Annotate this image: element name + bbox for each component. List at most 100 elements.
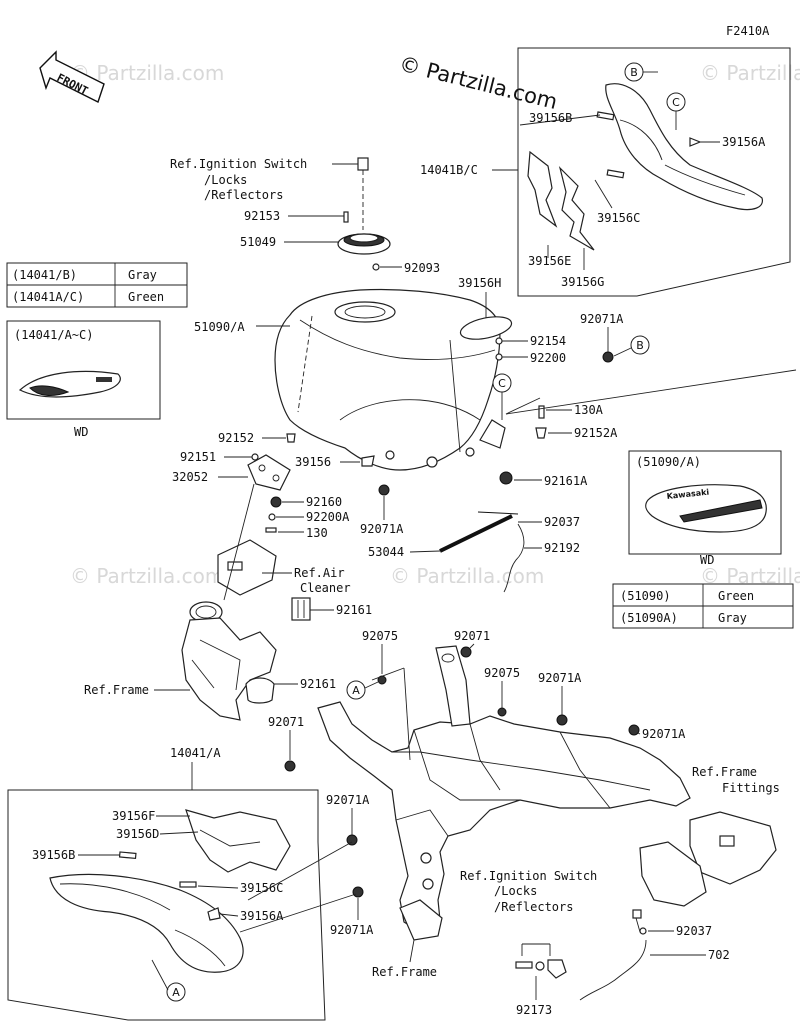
ref-ignition-top-1: Ref.Ignition Switch <box>170 157 307 171</box>
ref-frame-2: Ref.Frame <box>372 965 437 979</box>
fuel-tank <box>274 288 506 471</box>
part-39156h: 39156H <box>458 276 501 290</box>
copyright-text: © Partzilla.com <box>397 52 560 114</box>
part-92153: 92153 <box>244 209 280 223</box>
inset-caption: WD <box>74 425 88 439</box>
inset-tank-51090: (51090/A) Kawasaki WD <box>628 450 782 567</box>
color-name: Green <box>718 589 754 603</box>
hose-53044 <box>439 511 519 553</box>
bolt-92173 <box>515 943 567 1000</box>
color-code: (14041A/C) <box>12 290 84 304</box>
callout-b-label: B <box>636 339 644 352</box>
part-92192: 92192 <box>544 541 580 555</box>
ref-ignition-bot-2: /Locks <box>494 884 537 898</box>
inset-caption: WD <box>700 553 714 567</box>
part-92037-bot: 92037 <box>676 924 712 938</box>
part-39156a-bot: 39156A <box>240 909 284 923</box>
color-name: Gray <box>128 268 157 282</box>
figure-code: F2410A <box>726 24 770 38</box>
part-92160: 92160 <box>306 495 342 509</box>
part-92071a-1: 92071A <box>580 312 624 326</box>
watermark: © Partzilla.com <box>700 61 800 85</box>
callout-a <box>346 680 366 700</box>
part-92173: 92173 <box>516 1003 552 1017</box>
part-92161a: 92161A <box>544 474 588 488</box>
watermark: © Partzilla.com <box>390 564 544 588</box>
ref-air-cleaner-2: Cleaner <box>300 581 351 595</box>
part-39156g: 39156G <box>561 275 604 289</box>
part-130: 130 <box>306 526 328 540</box>
part-92071-2: 92071 <box>268 715 304 729</box>
part-92151: 92151 <box>180 450 216 464</box>
cover-assembly-b-c: B C <box>492 47 791 297</box>
color-name: Gray <box>718 611 747 625</box>
part-92071-1: 92071 <box>454 629 490 643</box>
part-92071a-6: 92071A <box>330 923 374 937</box>
main-frame <box>317 645 691 941</box>
callout-b-label: B <box>630 66 638 79</box>
callout-a-label: A <box>352 684 360 697</box>
ref-ignition-bot-1: Ref.Ignition Switch <box>460 869 597 883</box>
damper-92161-2 <box>245 677 275 704</box>
part-92037-top: 92037 <box>544 515 580 529</box>
color-name: Green <box>128 290 164 304</box>
callout-a-label: A <box>172 986 180 999</box>
part-92071a-5: 92071A <box>326 793 370 807</box>
color-table-right: (51090) Green (51090A) Gray <box>612 583 794 629</box>
part-92200a: 92200A <box>306 510 350 524</box>
bracket-32052 <box>247 454 291 491</box>
front-frame-section <box>181 601 277 721</box>
color-table-left: (14041/B) Gray (14041A/C) Green <box>6 262 188 308</box>
part-53044: 53044 <box>368 545 404 559</box>
frame-fittings <box>639 811 777 907</box>
part-51090a: 51090/A <box>194 320 245 334</box>
brand-label: Kawasaki <box>666 488 710 501</box>
part-14041a: 14041/A <box>170 746 221 760</box>
callout-b <box>630 335 650 355</box>
part-39156b-top: 39156B <box>529 111 572 125</box>
part-39156e: 39156E <box>528 254 571 268</box>
callout-c-label: C <box>498 377 506 390</box>
air-cleaner-cover <box>217 539 277 596</box>
part-92161-1: 92161 <box>336 603 372 617</box>
part-92093: 92093 <box>404 261 440 275</box>
part-39156c-bot: 39156C <box>240 881 283 895</box>
part-39156: 39156 <box>295 455 331 469</box>
part-92152a: 92152A <box>574 426 618 440</box>
ref-frame-fittings-2: Fittings <box>722 781 780 795</box>
color-code: (51090) <box>620 589 671 603</box>
ref-frame-1: Ref.Frame <box>84 683 149 697</box>
part-39156f: 39156F <box>112 809 155 823</box>
part-92152: 92152 <box>218 431 254 445</box>
part-51049: 51049 <box>240 235 276 249</box>
watermark: © Partzilla.com <box>70 564 224 588</box>
part-39156d: 39156D <box>116 827 159 841</box>
part-702: 702 <box>708 948 730 962</box>
part-92075-1: 92075 <box>362 629 398 643</box>
part-92075-2: 92075 <box>484 666 520 680</box>
ref-ignition-top-2: /Locks <box>204 173 247 187</box>
part-32052: 32052 <box>172 470 208 484</box>
color-code: (51090A) <box>620 611 678 625</box>
part-14041bc: 14041B/C <box>420 163 478 177</box>
cover-assembly-a: A <box>7 789 357 1021</box>
inset-title: (14041/A~C) <box>14 328 93 342</box>
part-39156c-top: 39156C <box>597 211 640 225</box>
part-92161-2: 92161 <box>300 677 336 691</box>
ref-ignition-bot-3: /Reflectors <box>494 900 573 914</box>
part-92071a-4: 92071A <box>642 727 686 741</box>
ref-frame-fittings-1: Ref.Frame <box>692 765 757 779</box>
part-130a: 130A <box>574 403 604 417</box>
callout-c-label: C <box>672 96 680 109</box>
part-39156a-top: 39156A <box>722 135 766 149</box>
part-92071a-2: 92071A <box>360 522 404 536</box>
fuel-cap <box>337 233 391 255</box>
inset-cover-14041: (14041/A~C) WD <box>6 320 161 439</box>
inset-title: (51090/A) <box>636 455 701 469</box>
part-92071a-3: 92071A <box>538 671 582 685</box>
callout-a <box>166 982 186 1002</box>
color-code: (14041/B) <box>12 268 77 282</box>
ref-ignition-top-3: /Reflectors <box>204 188 283 202</box>
part-92154: 92154 <box>530 334 566 348</box>
